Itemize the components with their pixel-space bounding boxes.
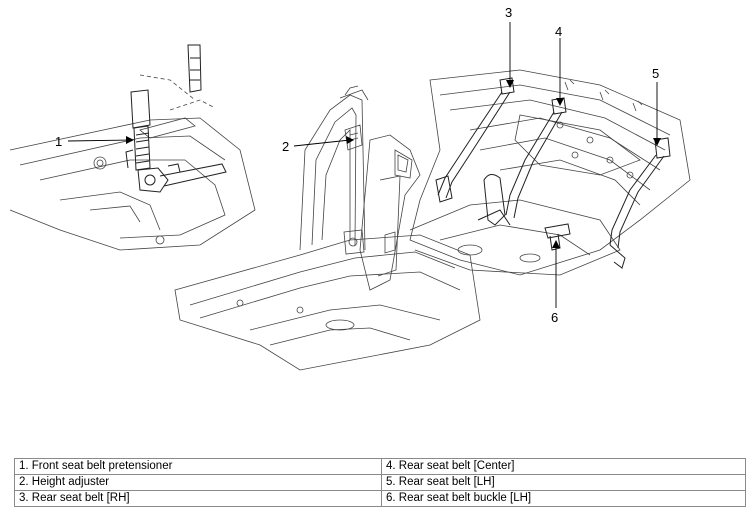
legend-row: 1. Front seat belt pretensioner 4. Rear … bbox=[14, 458, 746, 475]
seat-belt-diagram: 1 2 3 4 5 6 bbox=[9, 5, 691, 371]
legend-item: 5. Rear seat belt [LH] bbox=[381, 474, 746, 491]
center-pillar-illustration bbox=[174, 85, 481, 371]
legend-item: 6. Rear seat belt buckle [LH] bbox=[381, 490, 746, 507]
callout-3: 3 bbox=[505, 5, 512, 20]
callout-1: 1 bbox=[55, 134, 62, 149]
legend-item: 3. Rear seat belt [RH] bbox=[14, 490, 382, 507]
legend-item: 2. Height adjuster bbox=[14, 474, 382, 491]
rear-seat-area-illustration bbox=[409, 69, 691, 276]
legend-item: 4. Rear seat belt [Center] bbox=[381, 458, 746, 475]
callout-6: 6 bbox=[551, 310, 558, 325]
callout-5: 5 bbox=[652, 66, 659, 81]
front-floor-illustration bbox=[9, 74, 256, 251]
rear-seat-belts-parts bbox=[435, 77, 671, 269]
parts-legend-table: 1. Front seat belt pretensioner 4. Rear … bbox=[14, 458, 746, 507]
front-seat-belt-pretensioner-part bbox=[125, 44, 227, 193]
callout-4: 4 bbox=[555, 24, 562, 39]
leader-arrowheads bbox=[126, 80, 661, 248]
legend-item: 1. Front seat belt pretensioner bbox=[14, 458, 382, 475]
legend-row: 3. Rear seat belt [RH] 6. Rear seat belt… bbox=[14, 490, 746, 507]
callout-2: 2 bbox=[282, 139, 289, 154]
leader-lines bbox=[67, 22, 658, 308]
legend-row: 2. Height adjuster 5. Rear seat belt [LH… bbox=[14, 474, 746, 491]
